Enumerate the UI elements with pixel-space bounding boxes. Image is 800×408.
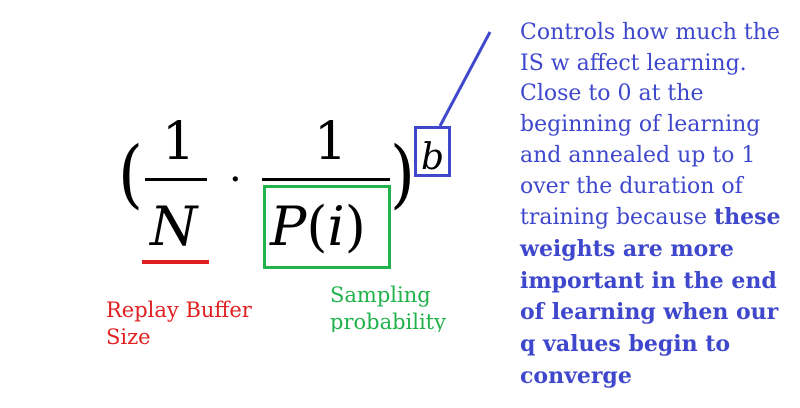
formula-denominator-n: N — [150, 195, 198, 258]
replay-buffer-label: Replay Buffer Size — [106, 298, 252, 349]
replay-buffer-underline — [142, 260, 209, 264]
formula-multiply-dot: · — [229, 157, 242, 203]
formula-open-paren: ( — [118, 132, 143, 218]
formula-fraction-bar-1 — [145, 178, 207, 181]
formula-inner-close-paren: ) — [344, 195, 366, 258]
formula-denominator-p-of-i: P(i) — [270, 200, 366, 254]
formula-numerator-1: 1 — [162, 112, 196, 172]
formula-close-paren: ) — [390, 132, 415, 218]
formula-inner-open-paren: ( — [306, 195, 328, 258]
exponent-note: Controls how much the IS w affect learni… — [520, 18, 795, 392]
formula-numerator-2: 1 — [314, 112, 348, 172]
pointer-line-segment — [438, 31, 492, 127]
formula-i: i — [327, 195, 345, 258]
formula-p: P — [270, 195, 307, 258]
formula-fraction-bar-2 — [262, 178, 390, 181]
exponent-box — [414, 126, 451, 177]
exponent-note-regular: Controls how much the IS w affect learni… — [520, 20, 780, 231]
sampling-probability-box — [263, 185, 391, 269]
sampling-probability-label: Sampling probability — [330, 283, 446, 332]
exponent-note-bold: these weights are more important in the … — [520, 204, 781, 389]
formula-exponent-b: b — [421, 137, 445, 178]
